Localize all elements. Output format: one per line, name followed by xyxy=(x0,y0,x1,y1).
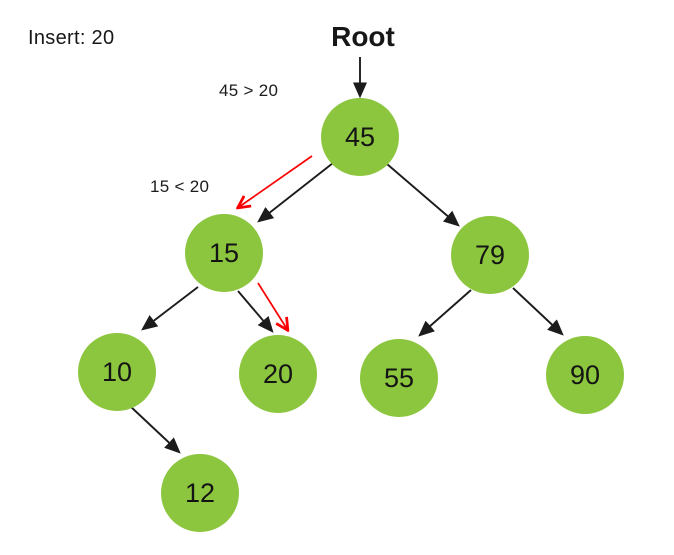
tree-node-15: 15 xyxy=(185,214,263,292)
edge-79-55 xyxy=(418,289,472,337)
tree-node-79: 79 xyxy=(451,216,529,294)
insert-instruction-label: Insert: 20 xyxy=(28,27,115,49)
tree-node-55: 55 xyxy=(360,339,438,417)
edge-45-15 xyxy=(257,162,334,223)
edge-15-10 xyxy=(141,286,199,331)
edge-15-20 xyxy=(237,290,274,333)
insert-path-arrow-15-20 xyxy=(257,282,287,329)
tree-node-45: 45 xyxy=(321,98,399,176)
root-pointer-label: Root xyxy=(331,21,395,52)
edge-10-12 xyxy=(129,405,181,454)
tree-node-20: 20 xyxy=(239,335,317,413)
comparison-annotation-45: 45 > 20 xyxy=(219,81,279,100)
insert-path-arrow-45-15 xyxy=(239,155,313,207)
tree-node-10: 10 xyxy=(78,333,156,411)
edge-45-79 xyxy=(386,163,460,227)
tree-node-12: 12 xyxy=(161,454,239,532)
tree-node-90: 90 xyxy=(546,336,624,414)
edge-79-90 xyxy=(512,287,564,336)
comparison-annotation-15: 15 < 20 xyxy=(150,177,210,196)
